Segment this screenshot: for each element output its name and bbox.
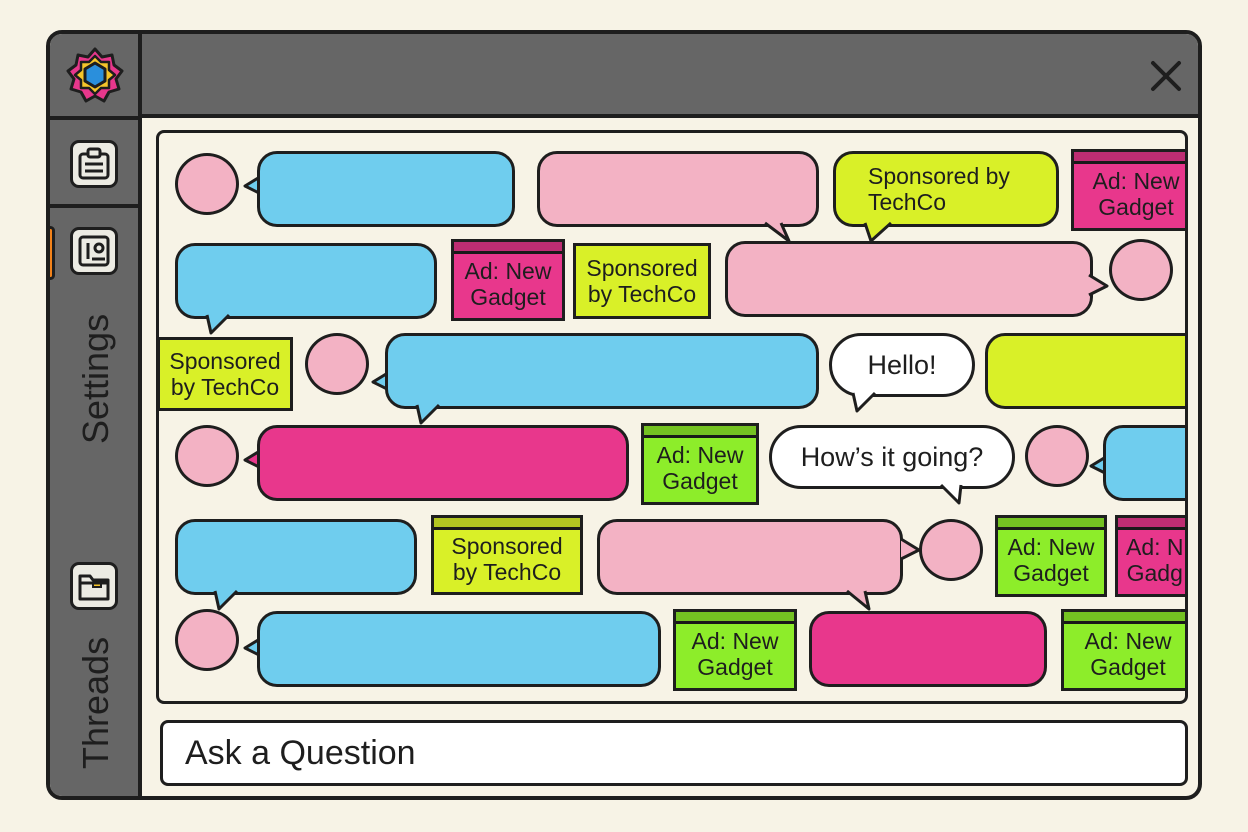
avatar [175,609,239,671]
bubble-tail [851,391,877,413]
bubble-tail [205,313,231,335]
bubble-tail [939,483,963,505]
chat-bubble [725,241,1093,317]
app-window: Settings Threads Sponsored by TechCo Ad [46,30,1202,800]
sidebar-item-clipboard[interactable] [70,140,118,188]
chat-bubble [175,243,437,319]
id-card-icon [78,235,110,267]
sidebar-item-folder[interactable] [70,562,118,610]
bubble-tail [1088,273,1109,297]
chat-bubble [537,151,819,227]
hows-it-going-text: How’s it going? [800,441,984,472]
sponsored-bubble[interactable]: Sponsored by TechCo [833,151,1059,227]
sidebar-divider [50,116,138,120]
avatar [1109,239,1173,301]
ask-question-field[interactable] [160,720,1188,786]
sidebar-divider [50,204,138,208]
chat-bubble [257,425,629,501]
chat-bubble [257,151,515,227]
sidebar-item-profile[interactable] [70,227,118,275]
avatar [175,425,239,487]
chat-bubble [809,611,1047,687]
chat-bubble [597,519,903,595]
bubble-tail [213,589,239,611]
folder-icon [78,574,110,601]
avatar [175,153,239,215]
bubble-tail [415,403,441,425]
active-indicator [50,226,55,280]
chat-bubble [257,611,661,687]
chat-bubble [175,519,417,595]
hello-text: Hello! [867,349,937,380]
avatar [1025,425,1089,487]
sidebar-label-threads[interactable]: Threads [75,636,116,770]
title-bar [142,34,1198,118]
hello-bubble: Hello! [829,333,975,397]
chat-bubble [985,333,1185,409]
avatar [305,333,369,395]
clipboard-icon [78,147,110,180]
avatar [919,519,983,581]
ask-question-input[interactable] [163,723,1185,783]
chat-bubble [385,333,819,409]
chat-bubble [1103,425,1185,501]
sponsored-text: Sponsored by TechCo [868,163,1010,215]
bubble-tail [900,537,921,561]
flower-star-logo-icon [66,47,124,103]
close-x-icon[interactable] [1144,54,1188,98]
bubble-tail [846,589,871,611]
hows-it-going-bubble: How’s it going? [769,425,1015,489]
sidebar: Settings Threads [50,34,142,796]
sidebar-label-settings[interactable]: Settings [75,313,116,445]
